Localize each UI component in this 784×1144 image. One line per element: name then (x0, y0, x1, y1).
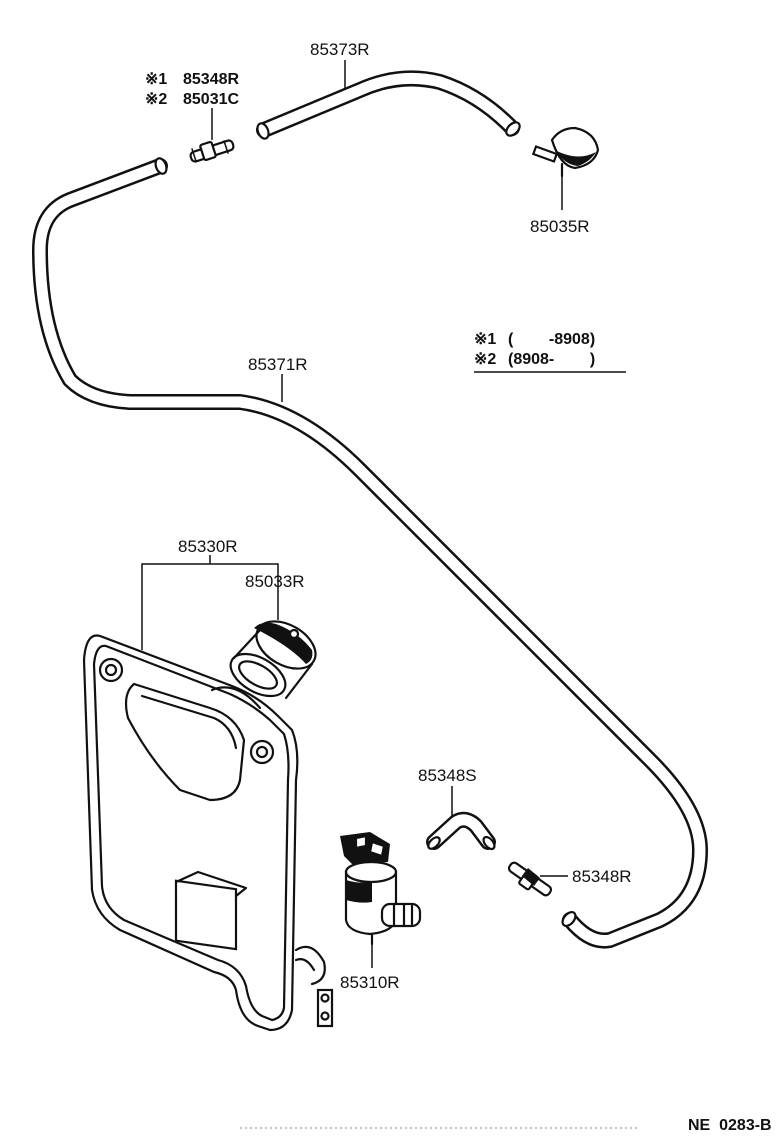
label-elbow-hose: 85348S (418, 766, 477, 785)
pump-motor-icon[interactable] (340, 832, 422, 946)
lower-joint-icon[interactable] (507, 861, 553, 897)
hose-joint-icon[interactable] (189, 139, 235, 163)
note-mark-1: ※1 (145, 71, 167, 88)
figure-code: NE 0283-B (688, 1117, 772, 1134)
legend-range-1: ( -8908) (508, 331, 595, 348)
upper-hose[interactable] (255, 70, 522, 140)
note-mark-2: ※2 (145, 91, 167, 108)
label-lower-joint: 85348R (572, 867, 632, 886)
label-joint-note-1: 85348R (183, 71, 239, 88)
label-pump: 85310R (340, 973, 400, 992)
label-cap: 85033R (245, 572, 305, 591)
elbow-hose-icon[interactable] (426, 811, 496, 851)
label-tank: 85330R (178, 537, 238, 556)
label-joint-note-2: 85031C (183, 91, 239, 108)
label-main-hose: 85371R (248, 355, 308, 374)
legend-mark-1: ※1 (474, 331, 496, 348)
legend-range-2: (8908- ) (508, 351, 595, 368)
washer-nozzle-icon[interactable] (531, 126, 600, 178)
label-nozzle: 85035R (530, 217, 590, 236)
washer-tank-icon[interactable] (82, 634, 334, 1032)
legend: ※1 ( -8908) ※2 (8908- ) (474, 331, 626, 373)
main-hose[interactable] (32, 157, 708, 949)
legend-mark-2: ※2 (474, 351, 496, 368)
label-upper-hose: 85373R (310, 40, 370, 59)
tank-cap-icon[interactable] (224, 612, 324, 705)
